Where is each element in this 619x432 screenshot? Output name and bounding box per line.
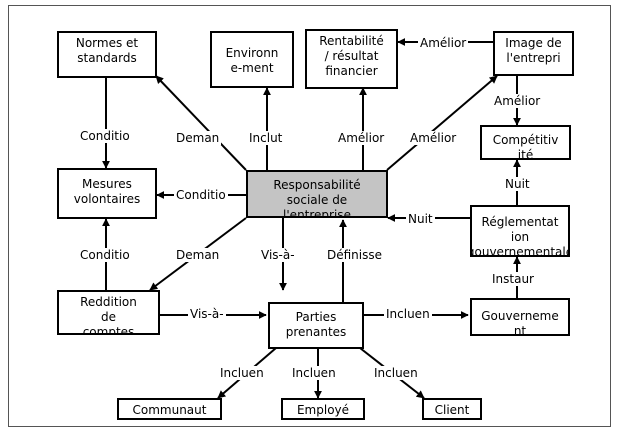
label-visa-reddition-parties: Vis-à-	[188, 307, 226, 321]
node-mesures-volontaires: Mesures volontaires	[57, 168, 157, 219]
node-gouvernement: Gouverneme nt	[470, 298, 570, 336]
label-incluen-parties-gouvernement: Incluen	[384, 307, 432, 321]
label-nuit-reglementation-competitivite: Nuit	[503, 177, 532, 191]
label-amelior-rse-rentabilite: Amélior	[336, 131, 387, 145]
diagram-frame	[8, 5, 611, 427]
label-nuit-reglementation-rse: Nuit	[406, 212, 435, 226]
label-amelior-rentabilite-image: Amélior	[418, 36, 469, 50]
node-rentabilite: Rentabilité / résultat financier	[305, 29, 398, 89]
label-amelior-rse-image: Amélior	[408, 131, 459, 145]
label-amelior-image-competitivite: Amélior	[492, 94, 543, 108]
label-incluen-communaute: Incluen	[218, 366, 266, 380]
node-parties-prenantes: Parties prenantes	[268, 302, 364, 349]
label-conditio-rse-mesures: Conditio	[174, 188, 228, 202]
node-responsabilite-sociale: Responsabilité sociale de l'entreprise	[246, 170, 388, 218]
node-client: Client	[422, 398, 482, 420]
edge-rse-image	[386, 75, 498, 171]
label-inclut: Inclut	[247, 131, 285, 145]
label-deman-rse-reddition: Deman	[174, 248, 222, 262]
node-communaute: Communaut	[117, 398, 222, 420]
label-incluen-employe: Incluen	[290, 366, 338, 380]
node-reglementation: Réglementat ion gouvernementale	[470, 205, 570, 257]
label-incluen-client: Incluen	[372, 366, 420, 380]
label-conditio-reddition-mesures: Conditio	[78, 248, 132, 262]
label-instaur: Instaur	[490, 272, 536, 286]
label-definisse: Définisse	[325, 248, 385, 262]
node-employe: Employé	[281, 398, 365, 420]
label-conditio-normes-mesures: Conditio	[78, 129, 132, 143]
label-deman-rse-normes: Deman	[174, 131, 222, 145]
node-competitivite: Compétitiv ité	[480, 125, 571, 160]
node-normes-standards: Normes et standards	[57, 31, 157, 78]
edge-rse-normes	[155, 75, 247, 171]
node-image-entreprise: Image de l'entrepri	[493, 31, 574, 76]
label-visa-rse-parties: Vis-à-	[259, 248, 297, 262]
node-environnement: Environn e-ment	[210, 31, 294, 88]
node-reddition-comptes: Reddition de comptes	[57, 290, 160, 335]
